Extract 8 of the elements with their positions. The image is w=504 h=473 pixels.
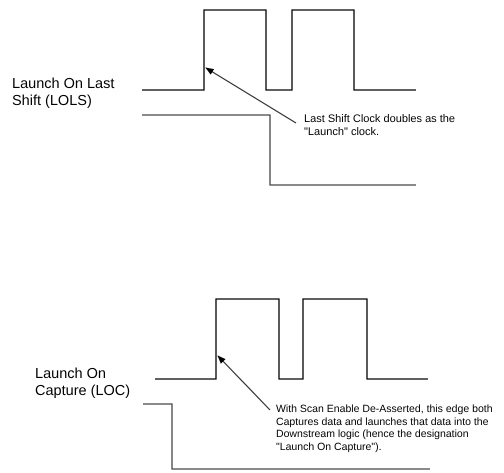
callout-text: With Scan Enable De-Asserted, this edge both Captures data and launches that data into the Downstream logic (hence the designation "Launch On Capture"). <box>276 403 502 454</box>
leader-line <box>217 355 270 410</box>
signal-name: Launch On Last Shift (LOLS) <box>12 76 116 111</box>
clock-waveform <box>155 298 428 380</box>
signal-name: Launch On Capture (LOC) <box>35 366 132 401</box>
leader-line <box>205 67 296 124</box>
clock-waveform <box>142 9 416 91</box>
callout-text: Last Shift Clock doubles as the "Launch" clock. <box>304 113 464 140</box>
